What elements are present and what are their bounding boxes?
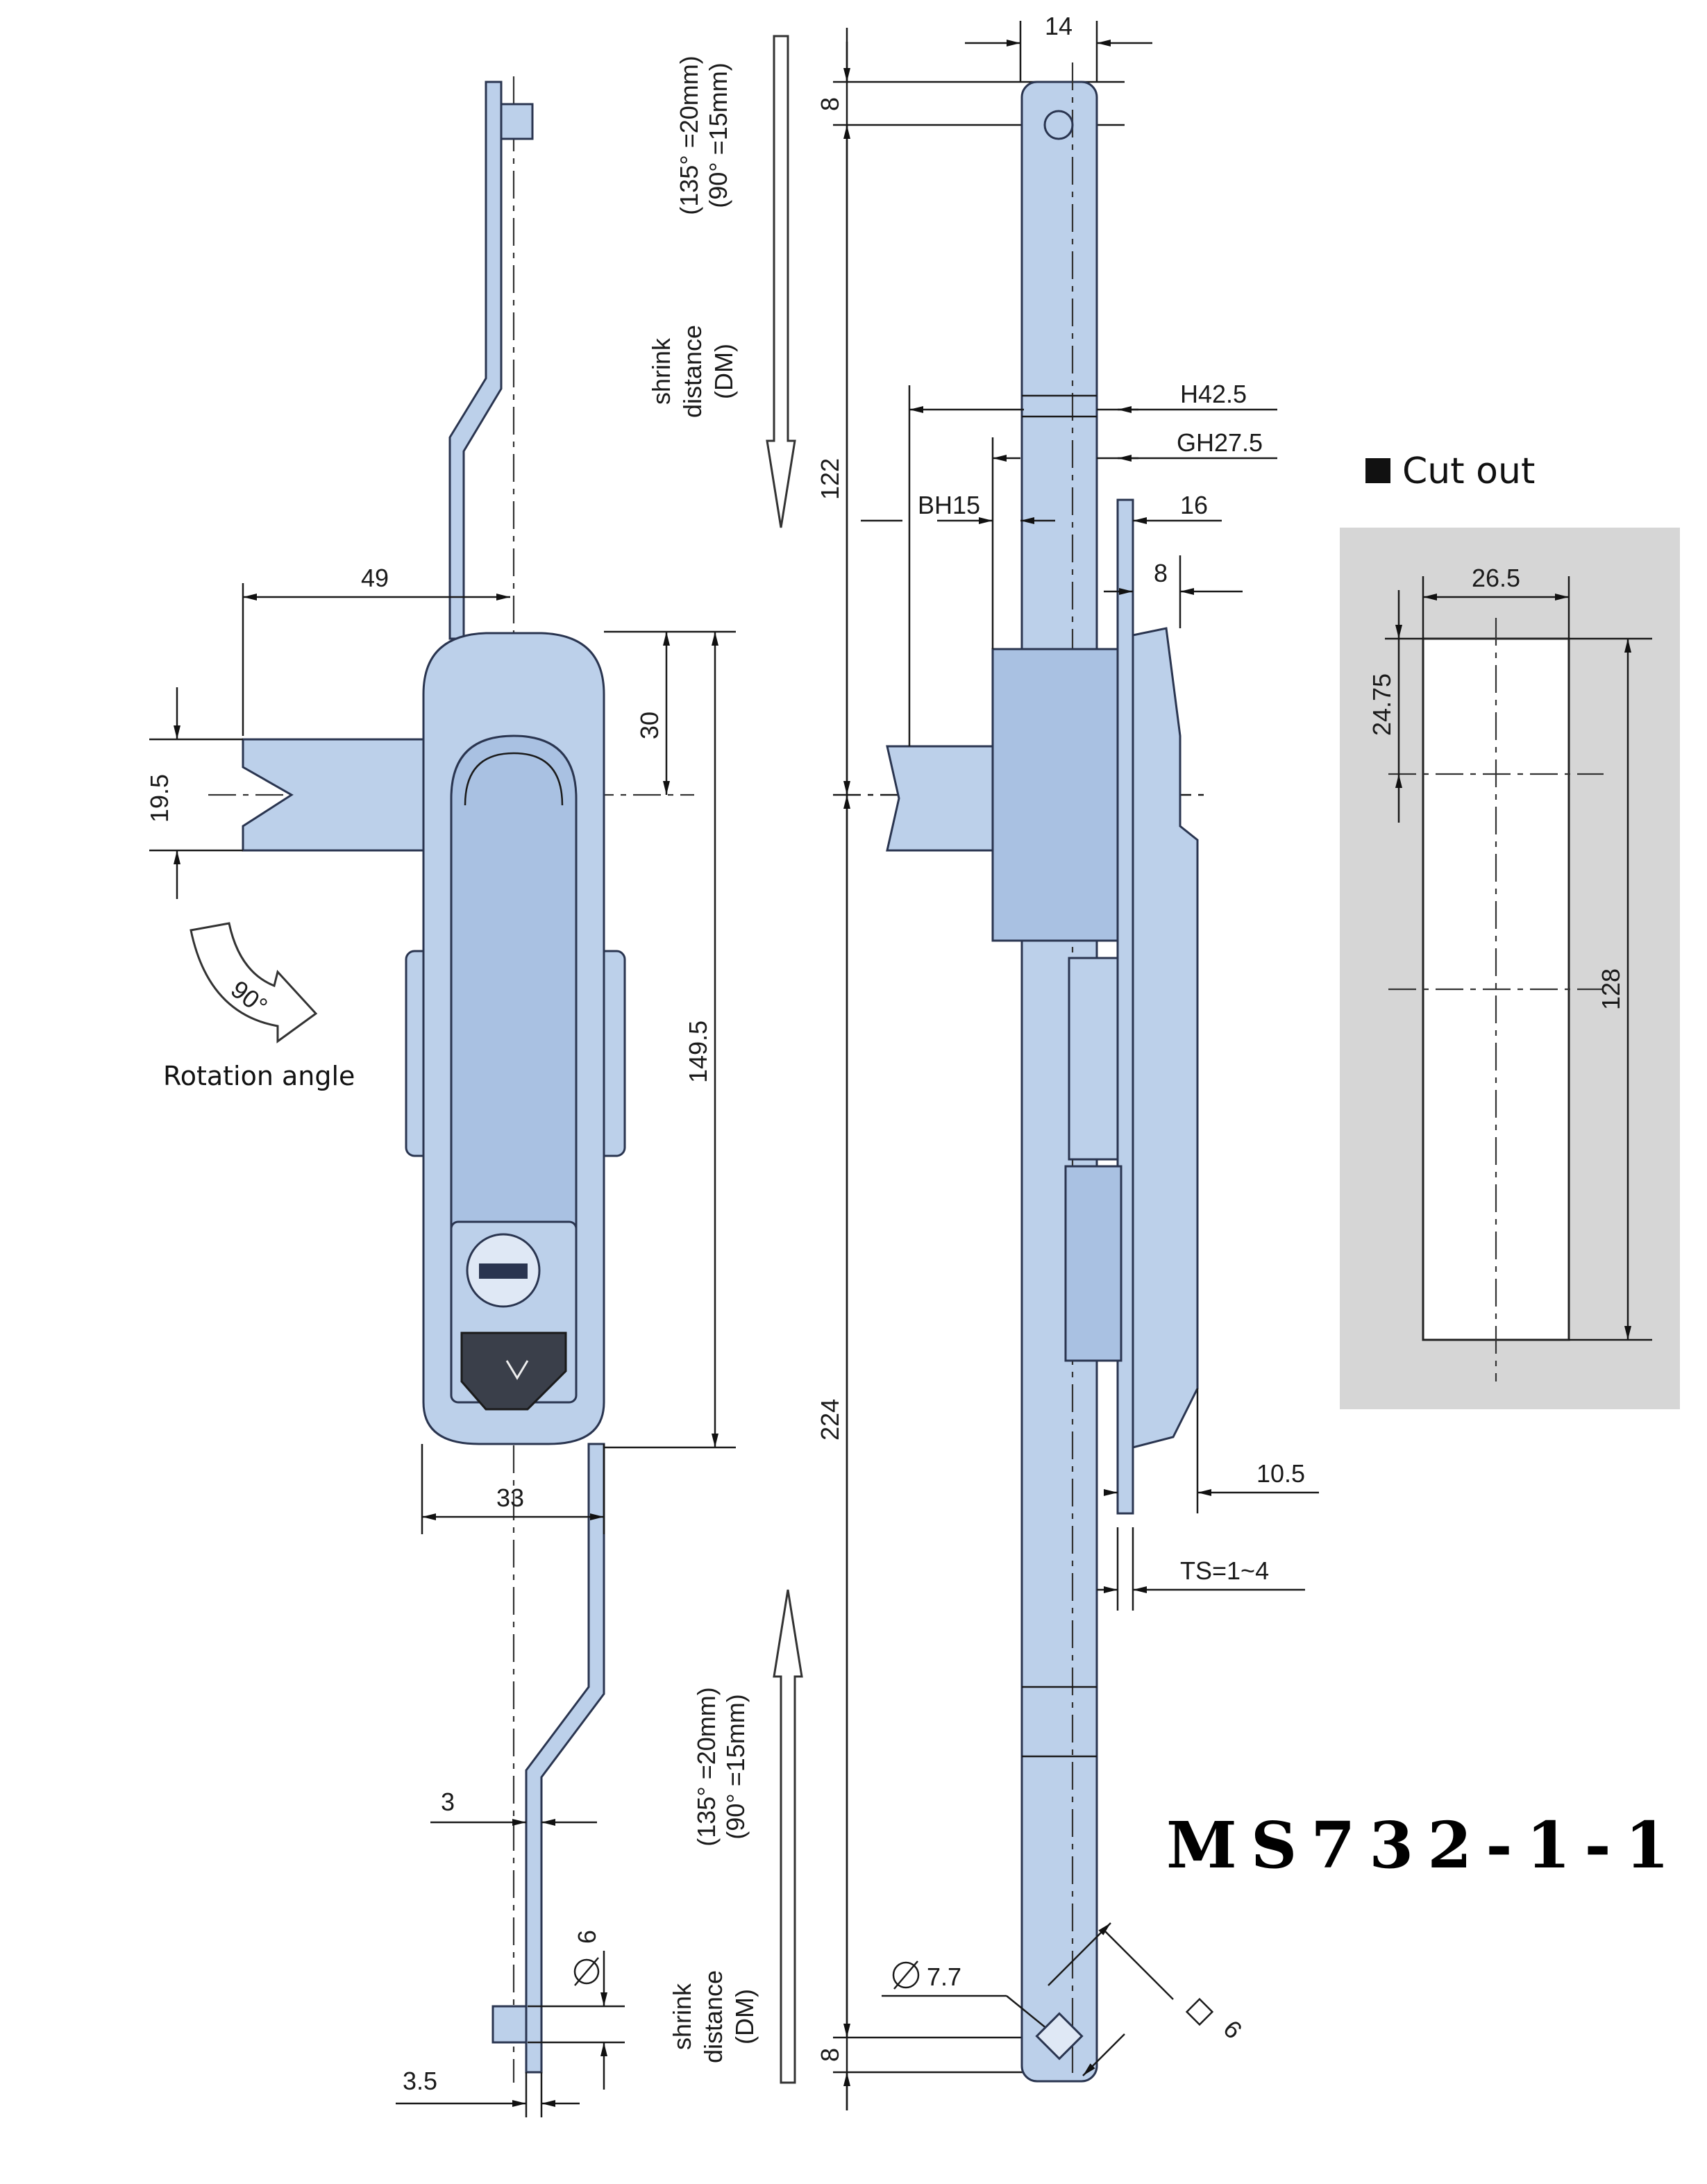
side-lock-housing — [991, 648, 1119, 942]
lower-rod-pin — [491, 2005, 528, 2044]
dim-14: 14 — [1045, 12, 1073, 40]
rotation-label: Rotation angle — [163, 1061, 355, 1091]
dim-sq-6: 6 — [1218, 2015, 1247, 2044]
diameter-7-7-icon — [892, 1961, 920, 1989]
dim-dia-6: 6 — [573, 1930, 601, 1944]
keyhole-icon — [479, 1263, 528, 1279]
dim-122: 122 — [816, 458, 844, 500]
cutout-section: Cut out 26.5 24.75 128 — [1340, 451, 1680, 1409]
dim-top-8: 8 — [816, 97, 844, 111]
shrink-bottom-line3: shrink — [668, 1983, 696, 2050]
top-hole-icon — [1043, 110, 1074, 140]
dim-8: 8 — [1154, 559, 1168, 587]
shrink-top-line5: (DM) — [709, 344, 738, 399]
side-lower-block — [1064, 1165, 1122, 1362]
shrink-top-line3: shrink — [647, 337, 675, 405]
cutout-width: 26.5 — [1472, 564, 1520, 592]
square-icon — [1185, 1997, 1214, 2026]
dim-BH15: BH15 — [918, 491, 980, 519]
dim-TS: TS=1~4 — [1180, 1556, 1269, 1585]
front-view: 49 19.5 30 149.5 33 3 6 — [145, 76, 736, 2117]
shrink-bottom-line5: (DM) — [730, 1989, 759, 2044]
shrink-arrow-up-icon — [773, 1589, 803, 2084]
model-number: MS732-1-1 — [1166, 1808, 1683, 1883]
diameter-icon — [573, 1958, 600, 1985]
lower-rod — [525, 1443, 605, 2074]
dim-3-5: 3.5 — [403, 2067, 437, 2095]
side-hinge — [1068, 957, 1119, 1161]
dim-30: 30 — [635, 712, 664, 739]
dim-19-5: 19.5 — [145, 774, 174, 823]
handle-grip — [450, 734, 578, 1237]
shrink-top-line1: (135° =20mm) — [675, 56, 703, 215]
cutout-title: Cut out — [1402, 451, 1535, 492]
shrink-bottom-line2: (90° =15mm) — [721, 1694, 750, 1839]
dim-224: 224 — [816, 1399, 844, 1440]
side-tongue — [886, 745, 994, 852]
side-bezel — [1132, 627, 1199, 1449]
dim-149-5: 149.5 — [684, 1020, 712, 1083]
dim-16: 16 — [1180, 491, 1208, 519]
upper-rod-pin — [500, 103, 534, 140]
shrink-annotation-bottom: (135° =20mm) (90° =15mm) shrink distance… — [668, 1589, 803, 2084]
shrink-top-line4: distance — [678, 325, 707, 418]
dim-bottom-8: 8 — [816, 2048, 844, 2062]
shrink-annotation-top: (135° =20mm) (90° =15mm) shrink distance… — [647, 35, 796, 528]
dim-3: 3 — [441, 1788, 455, 1816]
upper-rod — [448, 81, 503, 640]
shrink-bottom-line4: distance — [699, 1970, 728, 2063]
side-view: 8 122 224 8 14 H42.5 — [816, 12, 1319, 2110]
dim-33: 33 — [496, 1484, 524, 1512]
cutout-square-icon — [1365, 458, 1390, 483]
cutout-offset: 24.75 — [1368, 673, 1396, 736]
square-drive-icon — [1035, 2012, 1084, 2060]
shrink-arrow-down-icon — [766, 35, 796, 528]
shrink-bottom-line1: (135° =20mm) — [692, 1687, 721, 1846]
dim-49: 49 — [361, 564, 389, 592]
dim-10-5: 10.5 — [1256, 1459, 1305, 1488]
chevron-down-icon — [505, 1360, 529, 1380]
shrink-top-line2: (90° =15mm) — [704, 62, 732, 208]
dim-H42-5: H42.5 — [1180, 380, 1247, 408]
dim-dia-7-7: 7.7 — [927, 1963, 961, 1991]
rotation-arrow-icon — [190, 922, 318, 1043]
cutout-height: 128 — [1597, 968, 1625, 1010]
dim-GH27-5: GH27.5 — [1177, 428, 1263, 457]
